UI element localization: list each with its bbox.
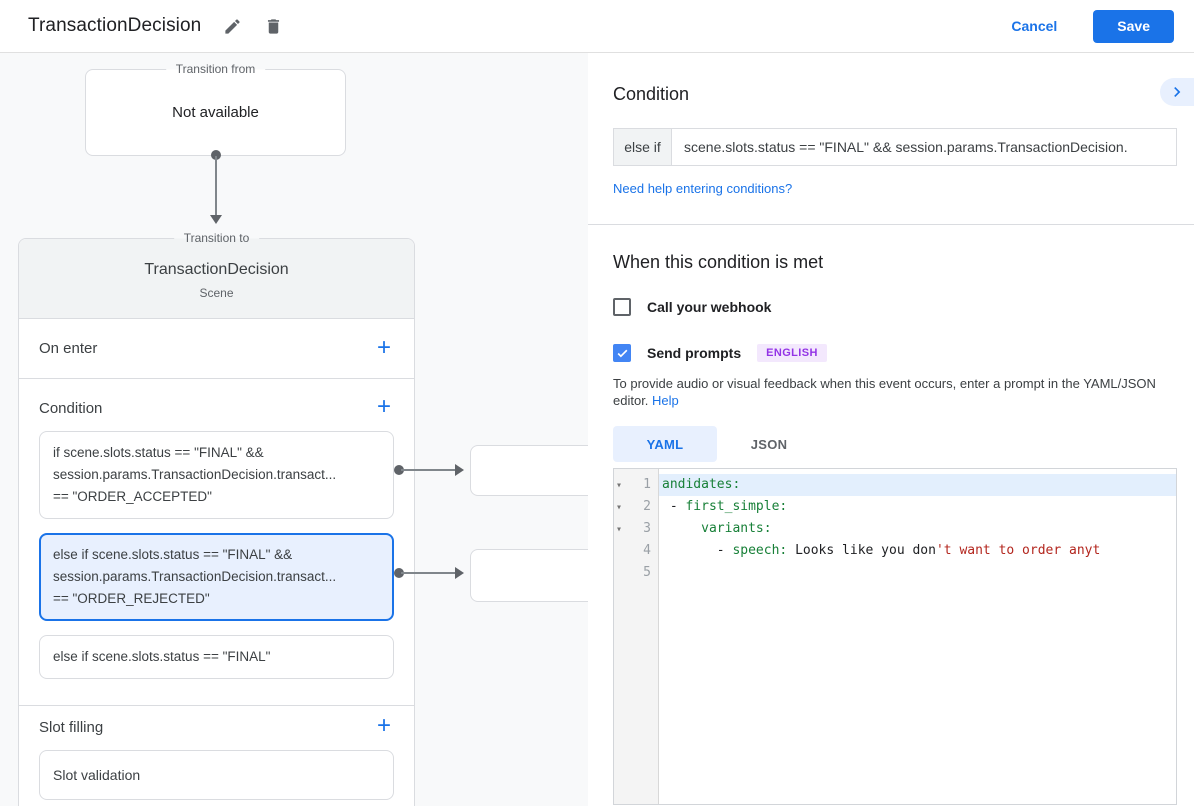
code-line: variants: [701,521,772,536]
condition-card-final[interactable]: else if scene.slots.status == "FINAL" [39,635,394,679]
line-number: 3 [643,521,651,536]
send-prompts-row: Send prompts ENGLISH [613,344,1177,362]
when-condition-heading: When this condition is met [613,252,824,272]
condition-input-group: else if [613,128,1177,166]
tab-json[interactable]: JSON [750,436,788,452]
scene-flow-canvas: Transition from Not available Transition… [0,53,588,806]
editor-gutter: 1 2 3 4 5 [614,469,659,804]
slot-validation-label: Slot validation [53,767,141,783]
call-webhook-label: Call your webhook [647,299,772,315]
hint-body: To provide audio or visual feedback when… [613,376,1156,408]
help-link[interactable]: Help [652,393,679,408]
condition-card-line: == "ORDER_ACCEPTED" [53,489,212,504]
call-webhook-checkbox[interactable] [613,298,631,316]
on-enter-section: On enter [19,319,414,379]
webhook-row: Call your webhook [613,298,1177,316]
on-enter-label: On enter [39,340,98,357]
condition-card-rejected-selected[interactable]: else if scene.slots.status == "FINAL" &&… [39,533,394,621]
add-on-enter-button[interactable] [374,338,394,360]
transition-from-value: Not available [172,104,259,121]
connector-line [401,469,456,471]
slot-filling-label: Slot filling [39,718,104,736]
slot-validation-card[interactable]: Slot validation [39,750,394,800]
scene-title: TransactionDecision [144,261,289,278]
code-line [659,562,1176,584]
editor-tabs: YAML JSON [613,426,1177,462]
condition-section: Condition if scene.slots.status == "FINA… [19,379,414,706]
save-button[interactable]: Save [1093,9,1174,43]
code-line: andidates: [659,474,1176,496]
transition-target-box[interactable] [470,445,588,496]
condition-card-line: session.params.TransactionDecision.trans… [53,569,337,584]
fold-arrow-icon[interactable] [616,518,622,541]
connector-line [401,572,456,574]
arrow-right-icon [455,464,464,476]
panel-title: Condition [613,84,690,104]
page-title: TransactionDecision [28,15,202,36]
condition-expression-input[interactable] [671,128,1177,166]
condition-card-line: else if scene.slots.status == "FINAL" && [53,547,293,562]
transition-target-box[interactable] [470,549,588,602]
arrow-right-icon [455,567,464,579]
condition-section-label: Condition [39,399,103,417]
condition-card-line: else if scene.slots.status == "FINAL" [53,649,271,664]
section-divider [588,224,1194,225]
send-prompts-checkbox[interactable] [613,344,631,362]
code-line: - speech: Looks like you don't want to o… [662,543,1101,558]
condition-prefix-label: else if [613,128,672,166]
collapse-panel-button[interactable] [1160,78,1194,106]
fold-arrow-icon[interactable] [616,474,622,497]
condition-card-line: == "ORDER_REJECTED" [53,591,210,606]
scene-card: Transition to TransactionDecision Scene … [18,230,415,806]
tab-yaml[interactable]: YAML [613,426,717,462]
scene-subtitle: Scene [199,286,234,300]
editor-code-area[interactable]: andidates: - first_simple: variants: - s… [659,469,1176,804]
condition-card-accepted[interactable]: if scene.slots.status == "FINAL" && sess… [39,431,394,519]
top-bar: TransactionDecision Cancel Save [0,0,1194,53]
transition-to-legend: Transition to [173,230,260,247]
line-number: 4 [643,543,651,558]
connector-line [215,156,217,216]
fold-arrow-icon[interactable] [616,496,622,519]
line-number: 1 [643,477,651,492]
condition-card-line: if scene.slots.status == "FINAL" && [53,445,264,460]
delete-icon[interactable] [264,17,283,36]
add-condition-button[interactable] [374,397,394,419]
cancel-button[interactable]: Cancel [1011,18,1058,34]
language-badge: ENGLISH [757,344,827,362]
code-line: - first_simple: [662,499,788,514]
add-slot-button[interactable] [374,716,394,738]
connector-dot [394,465,404,475]
condition-detail-panel: Condition else if Need help entering con… [588,53,1194,806]
line-number: 5 [643,565,651,580]
transition-from-box: Transition from Not available [85,61,346,156]
line-number: 2 [643,499,651,514]
send-prompts-label: Send prompts [647,345,742,361]
scene-header: TransactionDecision Scene [19,239,414,319]
connector-dot [211,150,221,160]
transition-from-legend: Transition from [165,61,266,78]
connector-dot [394,568,404,578]
edit-icon[interactable] [223,17,242,36]
chevron-right-icon [1174,87,1181,97]
prompt-hint-text: To provide audio or visual feedback when… [613,375,1171,409]
arrow-down-icon [210,215,222,224]
slot-filling-section: Slot filling Slot validation [19,706,414,806]
condition-card-line: session.params.TransactionDecision.trans… [53,467,337,482]
yaml-editor[interactable]: 1 2 3 4 5 andidates: - first_simple: var… [613,468,1177,805]
checkmark-icon [617,349,627,357]
condition-help-link[interactable]: Need help entering conditions? [613,181,793,196]
